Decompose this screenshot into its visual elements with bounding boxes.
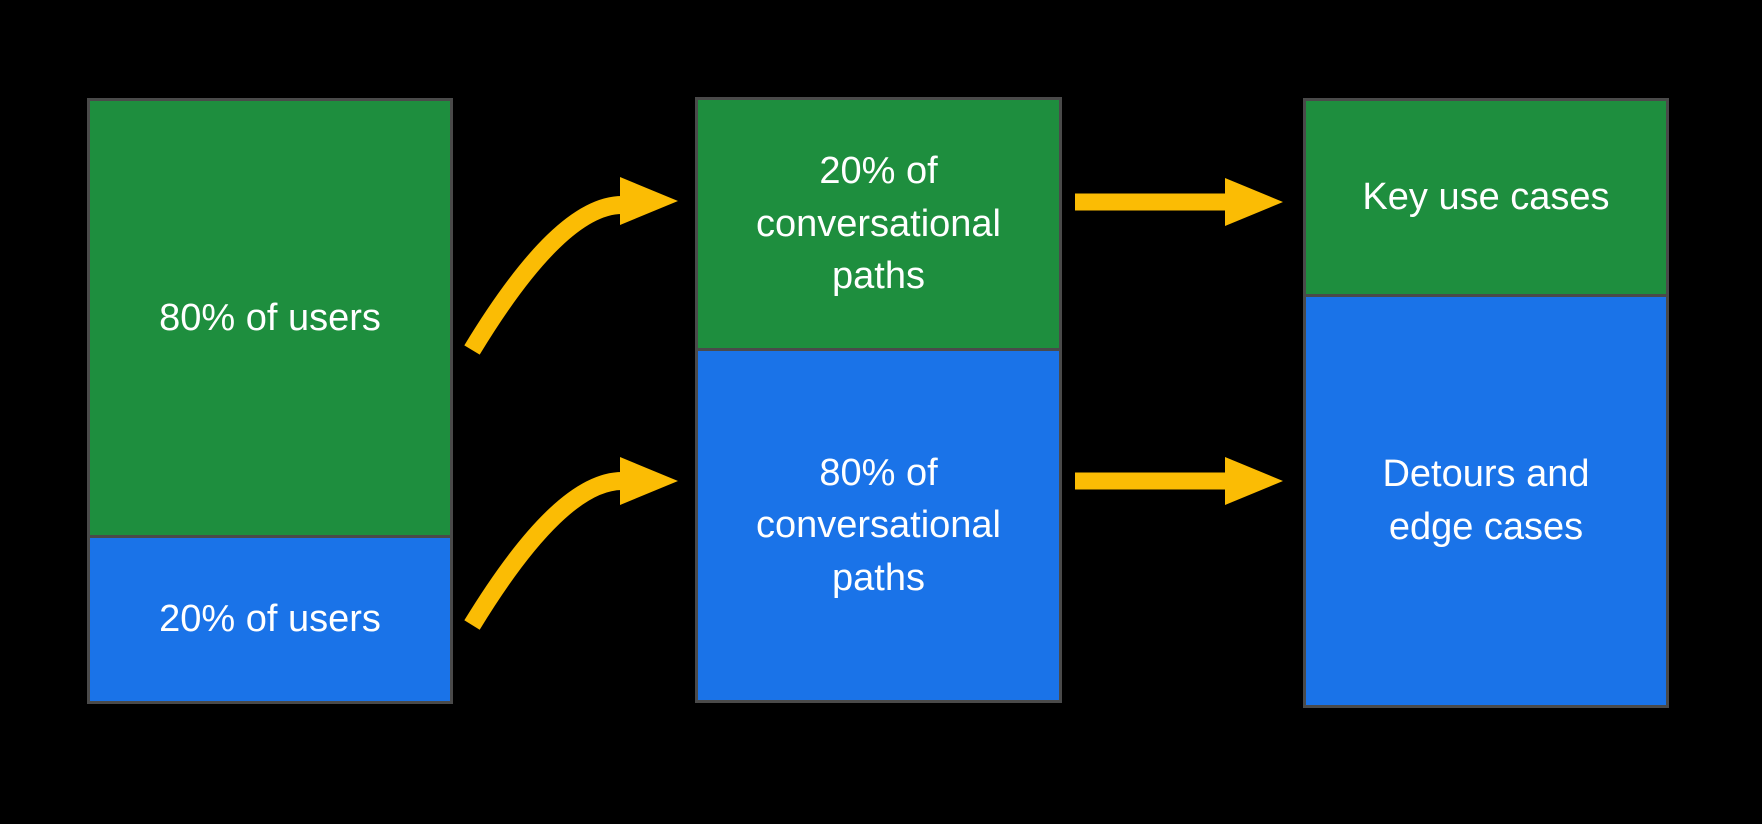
bar-users: 80% of users 20% of users — [87, 98, 453, 704]
segment-key-use-cases: Key use cases — [1306, 101, 1666, 294]
straight-arrow-bottom-icon — [1075, 457, 1283, 505]
segment-label: Key use cases — [1362, 176, 1610, 219]
segment-label: 20% of users — [159, 598, 381, 641]
segment-80-percent-users: 80% of users — [90, 101, 450, 535]
segment-detours-edge-cases: Detours and edge cases — [1306, 293, 1666, 705]
curved-arrow-bottom-icon — [464, 457, 678, 630]
curved-arrow-top-icon — [464, 177, 678, 355]
segment-label: Detours and edge cases — [1382, 453, 1590, 548]
straight-arrow-top-icon — [1075, 178, 1283, 226]
segment-80-percent-paths: 80% of conversational paths — [698, 347, 1059, 700]
bar-outcomes: Key use cases Detours and edge cases — [1303, 98, 1669, 708]
segment-label: 20% of conversational paths — [755, 150, 1002, 298]
segment-20-percent-users: 20% of users — [90, 534, 450, 701]
segment-20-percent-paths: 20% of conversational paths — [698, 100, 1059, 348]
segment-label: 80% of users — [159, 296, 381, 339]
segment-label: 80% of conversational paths — [755, 451, 1002, 599]
bar-conversational-paths: 20% of conversational paths 80% of conve… — [695, 97, 1062, 703]
